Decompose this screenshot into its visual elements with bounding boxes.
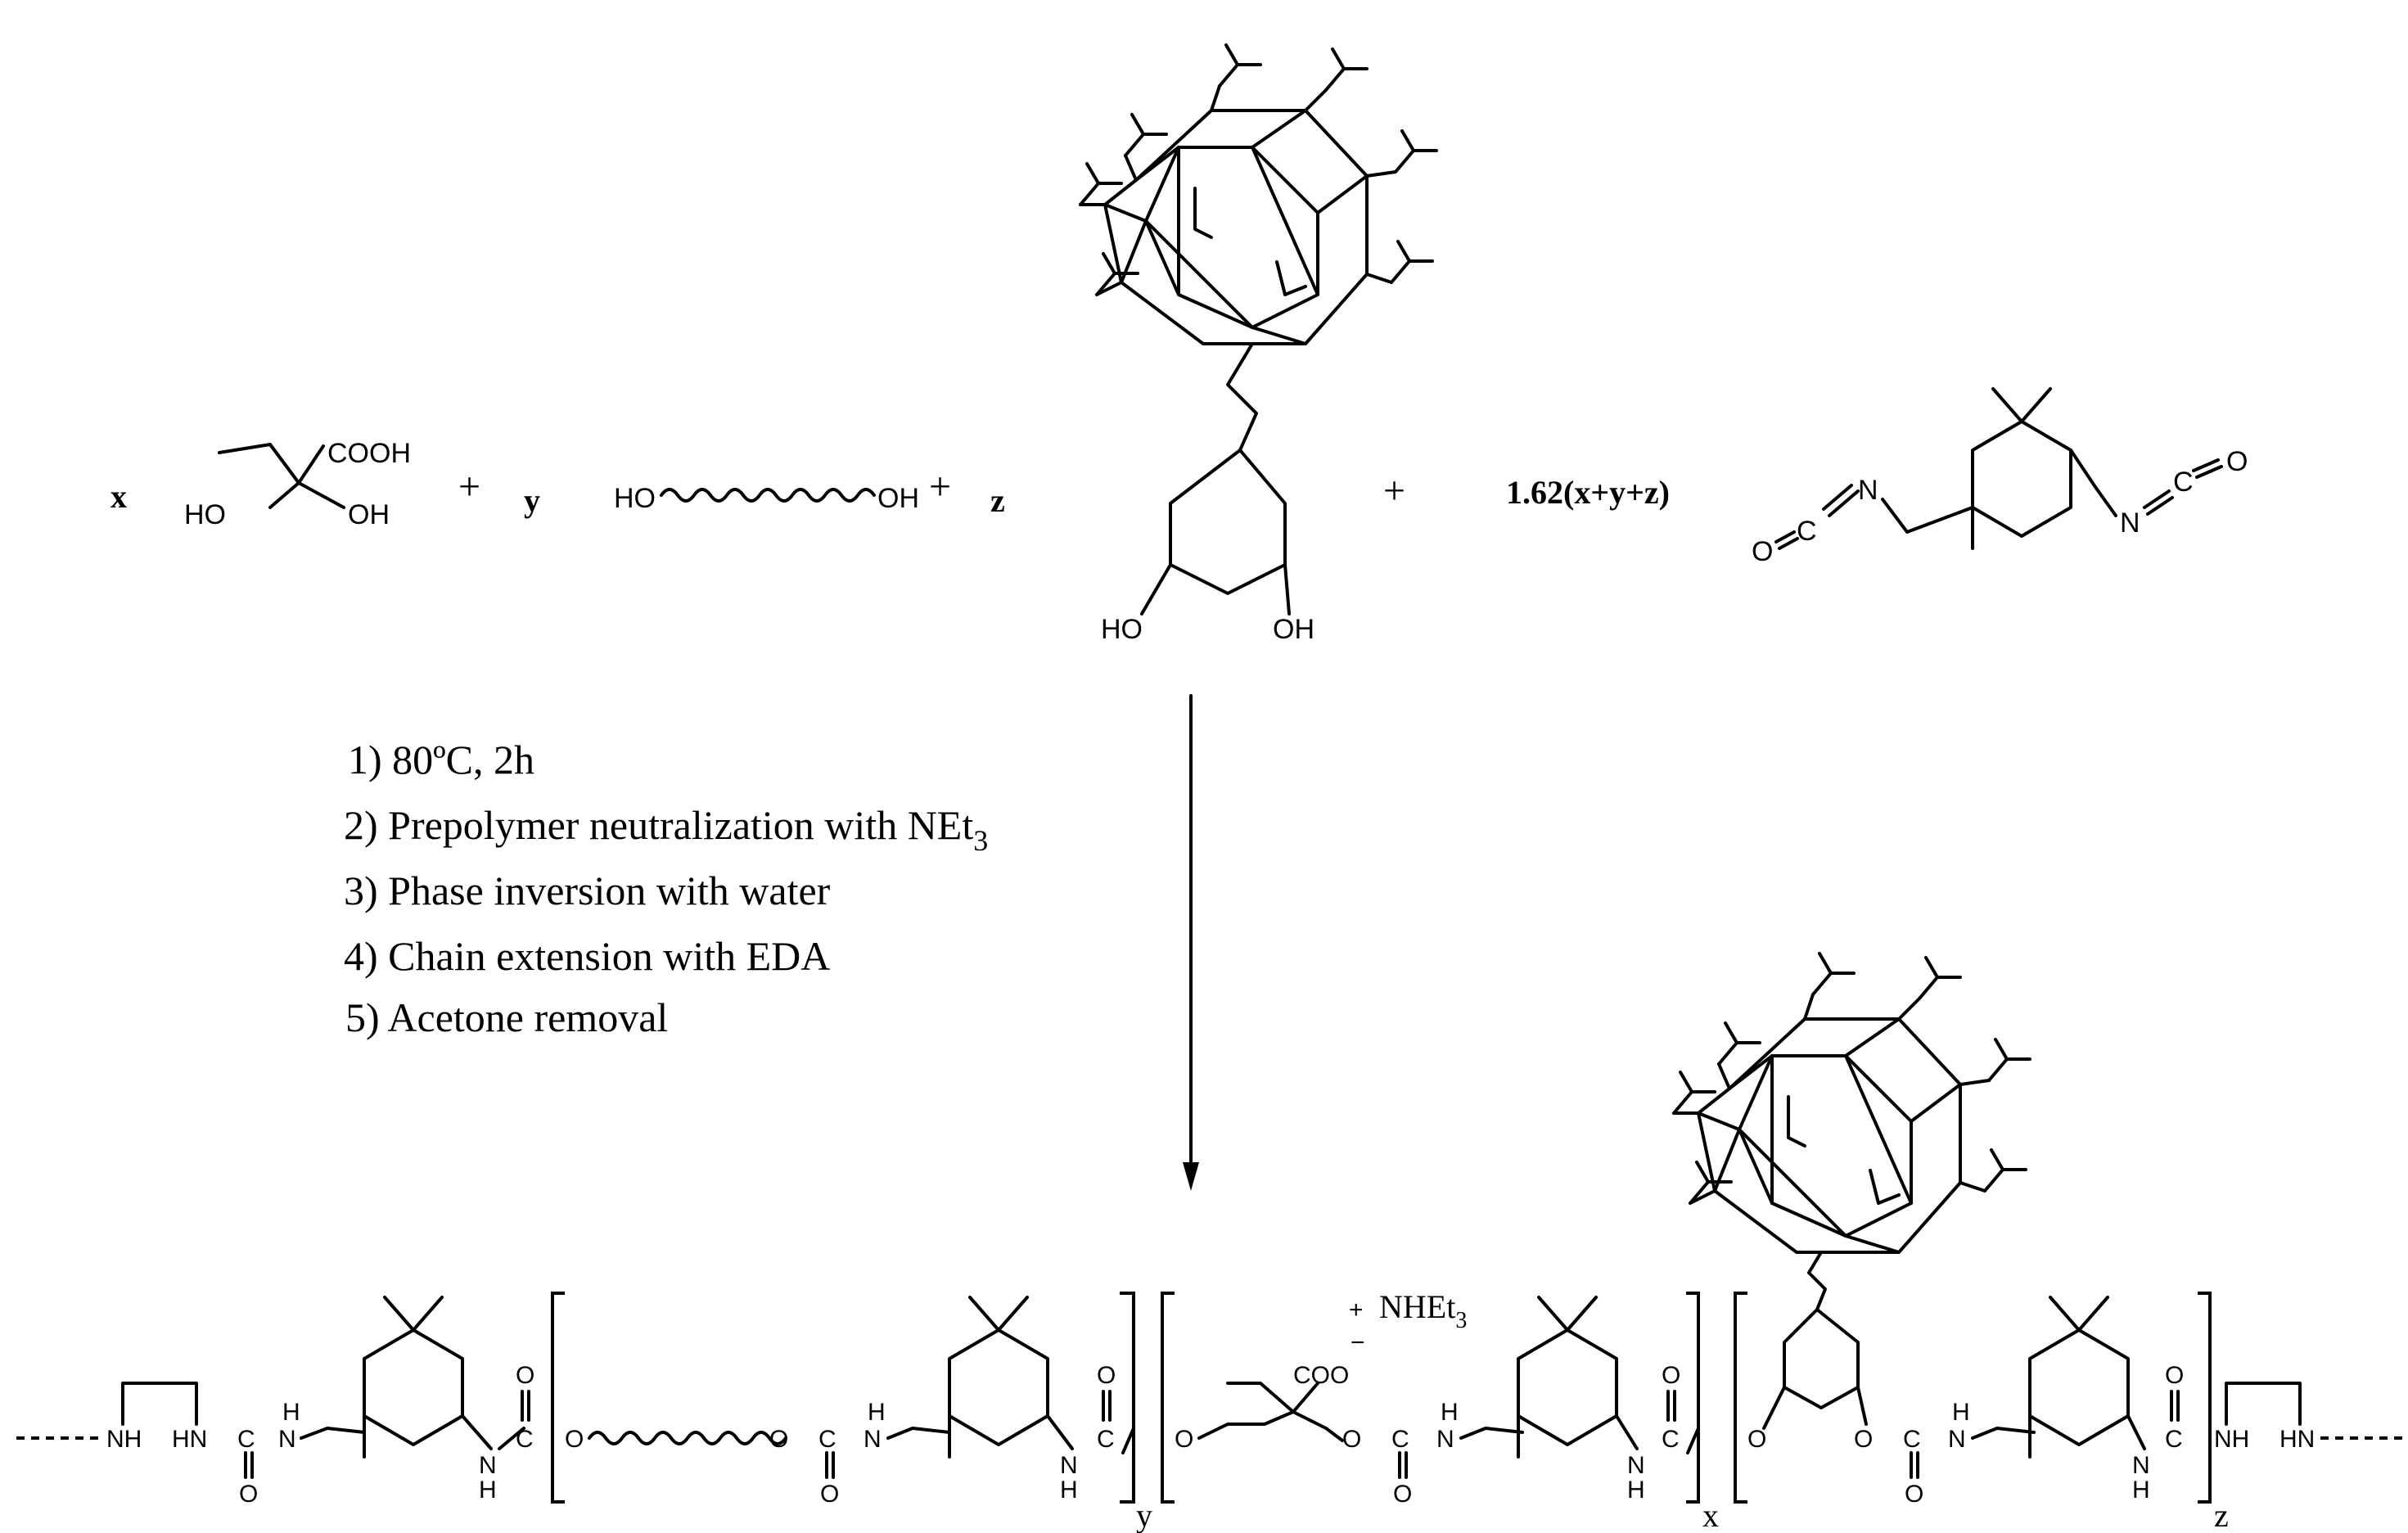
- polyol-structure: HO OH: [614, 483, 919, 514]
- carbamate-n-2: N: [1060, 1452, 1078, 1479]
- urea-n-4: N: [1948, 1426, 1966, 1453]
- polyol-oh-label: OH: [877, 483, 919, 514]
- urea-c-1: C: [237, 1426, 255, 1453]
- ipdi-structure: N C O N C O: [1752, 387, 2248, 567]
- ipdi-o1-label: O: [1752, 536, 1773, 567]
- condition-step-3: 3) Phase inversion with water: [344, 868, 831, 913]
- carbamate-o-3: O: [1097, 1362, 1116, 1389]
- eda-hn-left: HN: [172, 1426, 207, 1453]
- minus-charge: −: [1351, 1329, 1365, 1356]
- ipdi-n2-label: N: [2120, 507, 2140, 539]
- carbamate-c-6: C: [1903, 1426, 1921, 1453]
- carbamate-o-2: O: [820, 1481, 839, 1508]
- urea-o-1: O: [239, 1481, 258, 1508]
- dmpa-oh-label: OH: [348, 499, 390, 530]
- plus-2: +: [929, 465, 951, 508]
- reaction-conditions: 1) 80ºC, 2h 2) Prepolymer neutralization…: [344, 737, 988, 1040]
- carbamate-o-5: O: [1662, 1362, 1680, 1389]
- coef-x: x: [110, 478, 127, 515]
- carbamate-c-4: C: [1391, 1426, 1409, 1453]
- plus-1: +: [458, 465, 480, 508]
- eda-nh-right: NH: [2214, 1426, 2249, 1453]
- ether-o-4: O: [1342, 1426, 1361, 1453]
- coef-y: y: [524, 482, 540, 519]
- carbamate-c-1: C: [516, 1426, 534, 1453]
- plus-3: +: [1383, 469, 1405, 512]
- carbamate-c-7: C: [2165, 1426, 2183, 1453]
- poss-ho-label: HO: [1101, 614, 1143, 645]
- ether-o-1: O: [565, 1426, 584, 1453]
- condition-step-2: 2) Prepolymer neutralization with NEt3: [344, 802, 988, 857]
- carbamate-n-3: N: [1627, 1452, 1645, 1479]
- ipdi-n1-label: N: [1858, 475, 1878, 506]
- ether-o-6: O: [1854, 1426, 1873, 1453]
- plus-charge: +: [1349, 1296, 1364, 1323]
- carbamate-c-5: C: [1662, 1426, 1680, 1453]
- carboxylate-label: COO: [1293, 1362, 1349, 1389]
- urea-h-3: H: [1441, 1399, 1459, 1426]
- condition-step-4: 4) Chain extension with EDA: [344, 933, 830, 979]
- subscript-y: y: [1136, 1497, 1152, 1533]
- urea-n-1: N: [278, 1426, 296, 1453]
- condition-step-1: 1) 80ºC, 2h: [348, 737, 534, 782]
- ipdi-c1-label: C: [1797, 516, 1817, 547]
- urea-n-2: N: [864, 1426, 882, 1453]
- dmpa-cooh-label: COOH: [327, 438, 411, 469]
- eda-nh-left: NH: [106, 1426, 142, 1453]
- poss-diol-structure: HO OH: [1080, 45, 1436, 645]
- polyol-ho-label: HO: [614, 483, 656, 514]
- subscript-z: z: [2214, 1497, 2229, 1533]
- subscript-x: x: [1702, 1497, 1719, 1533]
- poss-oh-label: OH: [1273, 614, 1314, 645]
- cation-label: NHEt3: [1379, 1288, 1467, 1333]
- carbamate-n-4: N: [2132, 1452, 2150, 1479]
- carbamate-h-4: H: [2132, 1477, 2150, 1504]
- ether-o-3: O: [1175, 1426, 1193, 1453]
- dmpa-ho-label: HO: [184, 499, 226, 530]
- carbamate-o-6: O: [1905, 1481, 1923, 1508]
- ether-o-5: O: [1747, 1426, 1766, 1453]
- ipdi-o2-label: O: [2226, 446, 2248, 477]
- carbamate-h-1: H: [479, 1477, 497, 1504]
- carbamate-o-1: O: [516, 1362, 534, 1389]
- carbamate-h-2: H: [1060, 1477, 1078, 1504]
- carbamate-o-7: O: [2165, 1362, 2184, 1389]
- condition-step-5: 5) Acetone removal: [345, 994, 668, 1040]
- carbamate-o-4: O: [1393, 1481, 1412, 1508]
- ipdi-c2-label: C: [2173, 467, 2194, 498]
- carbamate-n-1: N: [479, 1452, 497, 1479]
- dmpa-structure: COOH HO OH: [184, 438, 411, 530]
- carbamate-c-2: C: [818, 1426, 836, 1453]
- coef-ipdi: 1.62(x+y+z): [1506, 474, 1670, 511]
- carbamate-c-3: C: [1097, 1426, 1115, 1453]
- product-polymer: NH HN C O H N N H C O O O C O H N N H C …: [16, 954, 2402, 1533]
- urea-h-1: H: [282, 1399, 300, 1426]
- eda-hn-right: HN: [2279, 1426, 2315, 1453]
- reaction-arrow: [1183, 694, 1199, 1191]
- urea-h-4: H: [1952, 1399, 1970, 1426]
- urea-h-2: H: [868, 1399, 886, 1426]
- urea-n-3: N: [1436, 1426, 1454, 1453]
- carbamate-h-3: H: [1627, 1477, 1645, 1504]
- ether-o-2: O: [769, 1426, 788, 1453]
- coef-z: z: [990, 482, 1005, 519]
